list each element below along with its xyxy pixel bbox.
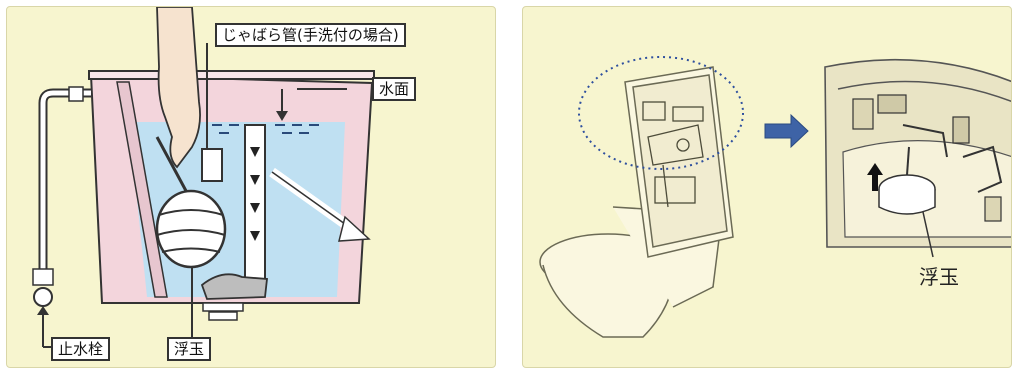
tank-lid: [88, 70, 375, 80]
supply-pipe: [40, 90, 91, 275]
toilet-closeup-panel: 浮玉: [522, 6, 1012, 368]
float-ball: [155, 189, 227, 269]
zoom-arrow: [764, 113, 809, 149]
stop-valve-pointer-head: [37, 306, 49, 315]
drain-outlet: [202, 302, 244, 312]
tank-mechanism-sketch: [642, 101, 704, 208]
ball-tap-valve: [201, 148, 223, 182]
water-level-label: 水面: [372, 77, 417, 101]
toilet-closeup-drawing: [539, 56, 1011, 338]
overflow-flow-arrows: [250, 147, 260, 241]
water-level-pointer-head: [276, 111, 288, 121]
hand-illustration: [156, 7, 201, 169]
drain-outlet-lower: [208, 311, 238, 321]
tank-inner-wall: [116, 81, 168, 298]
supply-pipe-outline: [38, 88, 91, 275]
highlight-circle: [578, 56, 744, 170]
stop-valve-label: 止水栓: [51, 337, 111, 361]
flush-valve: [200, 273, 268, 300]
tank-cross-section-panel: じゃばら管(手洗付の場合) 水面 止水栓 浮玉: [6, 6, 496, 368]
float-up-arrow: [867, 163, 883, 191]
float-ball-pointer-line: [922, 211, 934, 258]
bellows-pipe-label: じゃばら管(手洗付の場合): [215, 23, 406, 47]
water-surface-marks: [212, 124, 319, 134]
tank-cross-section-drawing: [32, 7, 375, 348]
water-flow-arrow: [269, 167, 371, 242]
tank-interior-closeup: [824, 58, 1011, 248]
pipe-coupling: [68, 86, 84, 102]
float-ball-closeup-label: 浮玉: [919, 265, 959, 289]
float-ball-label: 浮玉: [167, 337, 212, 361]
stop-valve: [32, 268, 54, 307]
